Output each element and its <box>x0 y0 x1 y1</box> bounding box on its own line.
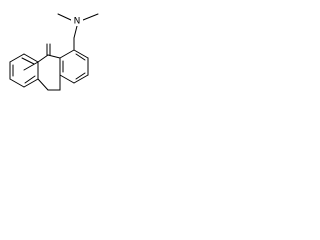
n-label-backdrop <box>71 15 83 26</box>
molecule-diagram: N <box>0 0 111 113</box>
right-benzene-ring <box>59 49 89 84</box>
seven-membered-ring <box>37 54 61 63</box>
exocyclic-methylene <box>46 43 51 56</box>
left-benzene-ring <box>9 53 39 88</box>
methyl-left-bond <box>57 13 72 21</box>
structure-drawing: N <box>9 13 99 91</box>
ethylene-bridge <box>37 74 61 91</box>
nitrogen-atom-label: N <box>74 17 81 27</box>
methyl-right-bond <box>82 13 99 21</box>
n-methylene-bond <box>73 25 78 39</box>
